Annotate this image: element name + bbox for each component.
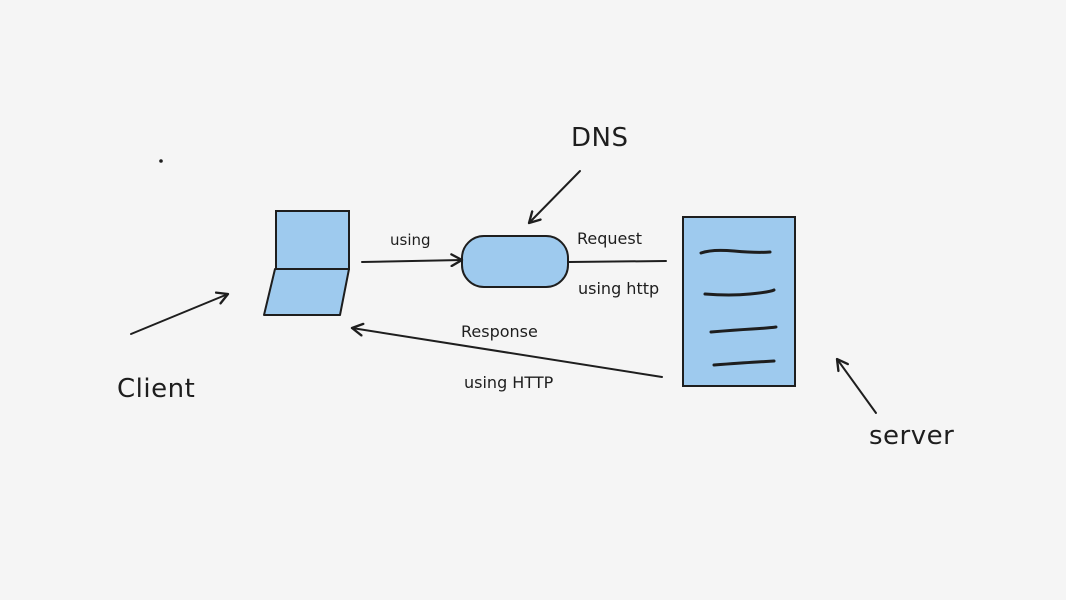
- laptop-icon: [263, 210, 350, 316]
- laptop-screen: [275, 210, 350, 270]
- arrow-server-to-client: [350, 322, 663, 378]
- server-line-1: [699, 248, 772, 255]
- label-using: using: [390, 231, 431, 249]
- stray-dot: [159, 159, 163, 163]
- server-box: [682, 216, 796, 387]
- server-line-3: [709, 325, 778, 334]
- dns-node: [461, 235, 569, 288]
- server-line-2: [703, 288, 776, 297]
- server-icon: [682, 216, 796, 387]
- arrow-client-to-dns: [361, 253, 464, 268]
- line-dns-to-server: [568, 260, 667, 263]
- label-dns: DNS: [571, 123, 628, 153]
- arrow-server-pointer: [835, 357, 877, 414]
- label-server: server: [869, 421, 954, 451]
- label-request: Request: [577, 229, 642, 248]
- laptop-keyboard: [263, 268, 350, 316]
- server-line-4: [712, 359, 776, 367]
- label-response: Response: [461, 322, 538, 341]
- label-client: Client: [117, 374, 195, 404]
- label-using-http-lower: using http: [578, 279, 659, 298]
- arrow-client-pointer: [130, 291, 230, 335]
- label-using-http-upper: using HTTP: [464, 373, 554, 392]
- arrow-dns-pointer: [527, 170, 581, 225]
